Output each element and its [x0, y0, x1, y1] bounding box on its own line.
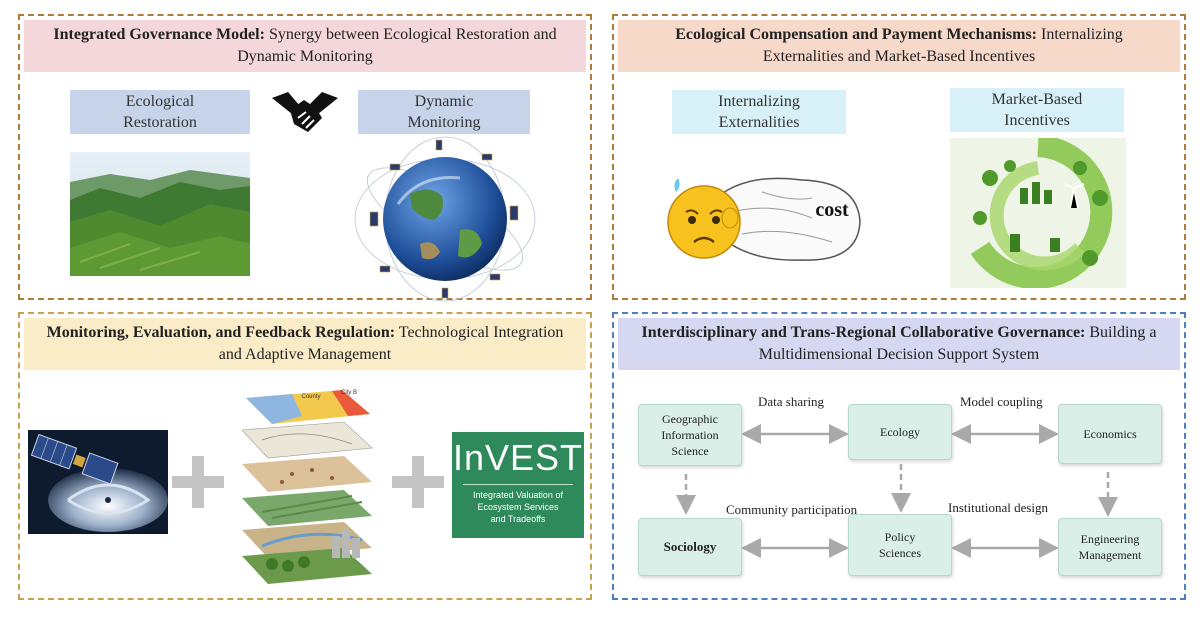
- invest-logo-title: InVEST: [452, 437, 584, 478]
- collaborative-title-bold: Interdisciplinary and Trans-Regional Col…: [641, 324, 1086, 341]
- satellite-hurricane-image: [28, 430, 168, 534]
- compensation-title-bold: Ecological Compensation and Payment Mech…: [675, 26, 1038, 43]
- governance-title-rest: Synergy between Ecological Restoration a…: [237, 26, 557, 65]
- edge-label-institutional-design: Institutional design: [948, 500, 1049, 515]
- market-based-incentives-label: Market-Based Incentives: [950, 88, 1124, 132]
- edge-label-community-participation: Community participation: [726, 502, 858, 517]
- green-eco-city-image: [950, 138, 1126, 288]
- node-economics: Economics: [1058, 404, 1162, 464]
- satellite-globe-image: [354, 136, 536, 302]
- panel-header-compensation: Ecological Compensation and Payment Mech…: [618, 20, 1180, 72]
- node-engineering-management: Engineering Management: [1058, 518, 1162, 576]
- edge-label-data-sharing: Data sharing: [758, 394, 825, 409]
- panel-integrated-governance: Integrated Governance Model: Synergy bet…: [18, 14, 592, 302]
- monitoring-title-bold: Monitoring, Evaluation, and Feedback Reg…: [46, 324, 396, 341]
- cost-label: cost: [815, 198, 849, 221]
- panel-header-governance: Integrated Governance Model: Synergy bet…: [24, 20, 586, 72]
- dynamic-monitoring-label: Dynamic Monitoring: [358, 90, 530, 134]
- map-label-city-b: City B: [340, 389, 357, 396]
- panel-ecological-compensation: Ecological Compensation and Payment Mech…: [612, 14, 1186, 300]
- map-label-county: County: [301, 393, 321, 400]
- plus-icon: [392, 456, 444, 508]
- compensation-title-rest: Internalizing Externalities and Market-B…: [762, 26, 1123, 65]
- forest-mountain-image: [70, 152, 250, 276]
- node-geographic-information-science: Geographic Information Science: [638, 404, 742, 466]
- panel-monitoring-evaluation: Monitoring, Evaluation, and Feedback Reg…: [18, 312, 592, 600]
- gis-layers-image: [241, 390, 373, 584]
- collaborative-title-rest: Building a Multidimensional Decision Sup…: [758, 324, 1157, 363]
- node-sociology: Sociology: [638, 518, 742, 576]
- edge-label-model-coupling: Model coupling: [960, 394, 1043, 409]
- plus-icon: [172, 456, 224, 508]
- panel-header-monitoring: Monitoring, Evaluation, and Feedback Reg…: [24, 318, 586, 370]
- invest-logo: InVEST Integrated Valuation of Ecosystem…: [452, 432, 584, 538]
- node-ecology: Ecology: [848, 404, 952, 460]
- handshake-icon: [272, 92, 338, 132]
- node-policy-sciences: Policy Sciences: [848, 514, 952, 576]
- collaboration-arrows: [676, 424, 1118, 558]
- monitoring-title-rest: Technological Integration and Adaptive M…: [218, 324, 564, 363]
- panel-collaborative-governance: Interdisciplinary and Trans-Regional Col…: [612, 312, 1186, 600]
- panel-header-collaborative: Interdisciplinary and Trans-Regional Col…: [618, 318, 1180, 370]
- ecological-restoration-label: Ecological Restoration: [70, 90, 250, 134]
- cost-burden-emoji-image: [667, 177, 861, 261]
- governance-title-bold: Integrated Governance Model:: [53, 26, 265, 43]
- internalizing-externalities-label: Internalizing Externalities: [672, 90, 846, 134]
